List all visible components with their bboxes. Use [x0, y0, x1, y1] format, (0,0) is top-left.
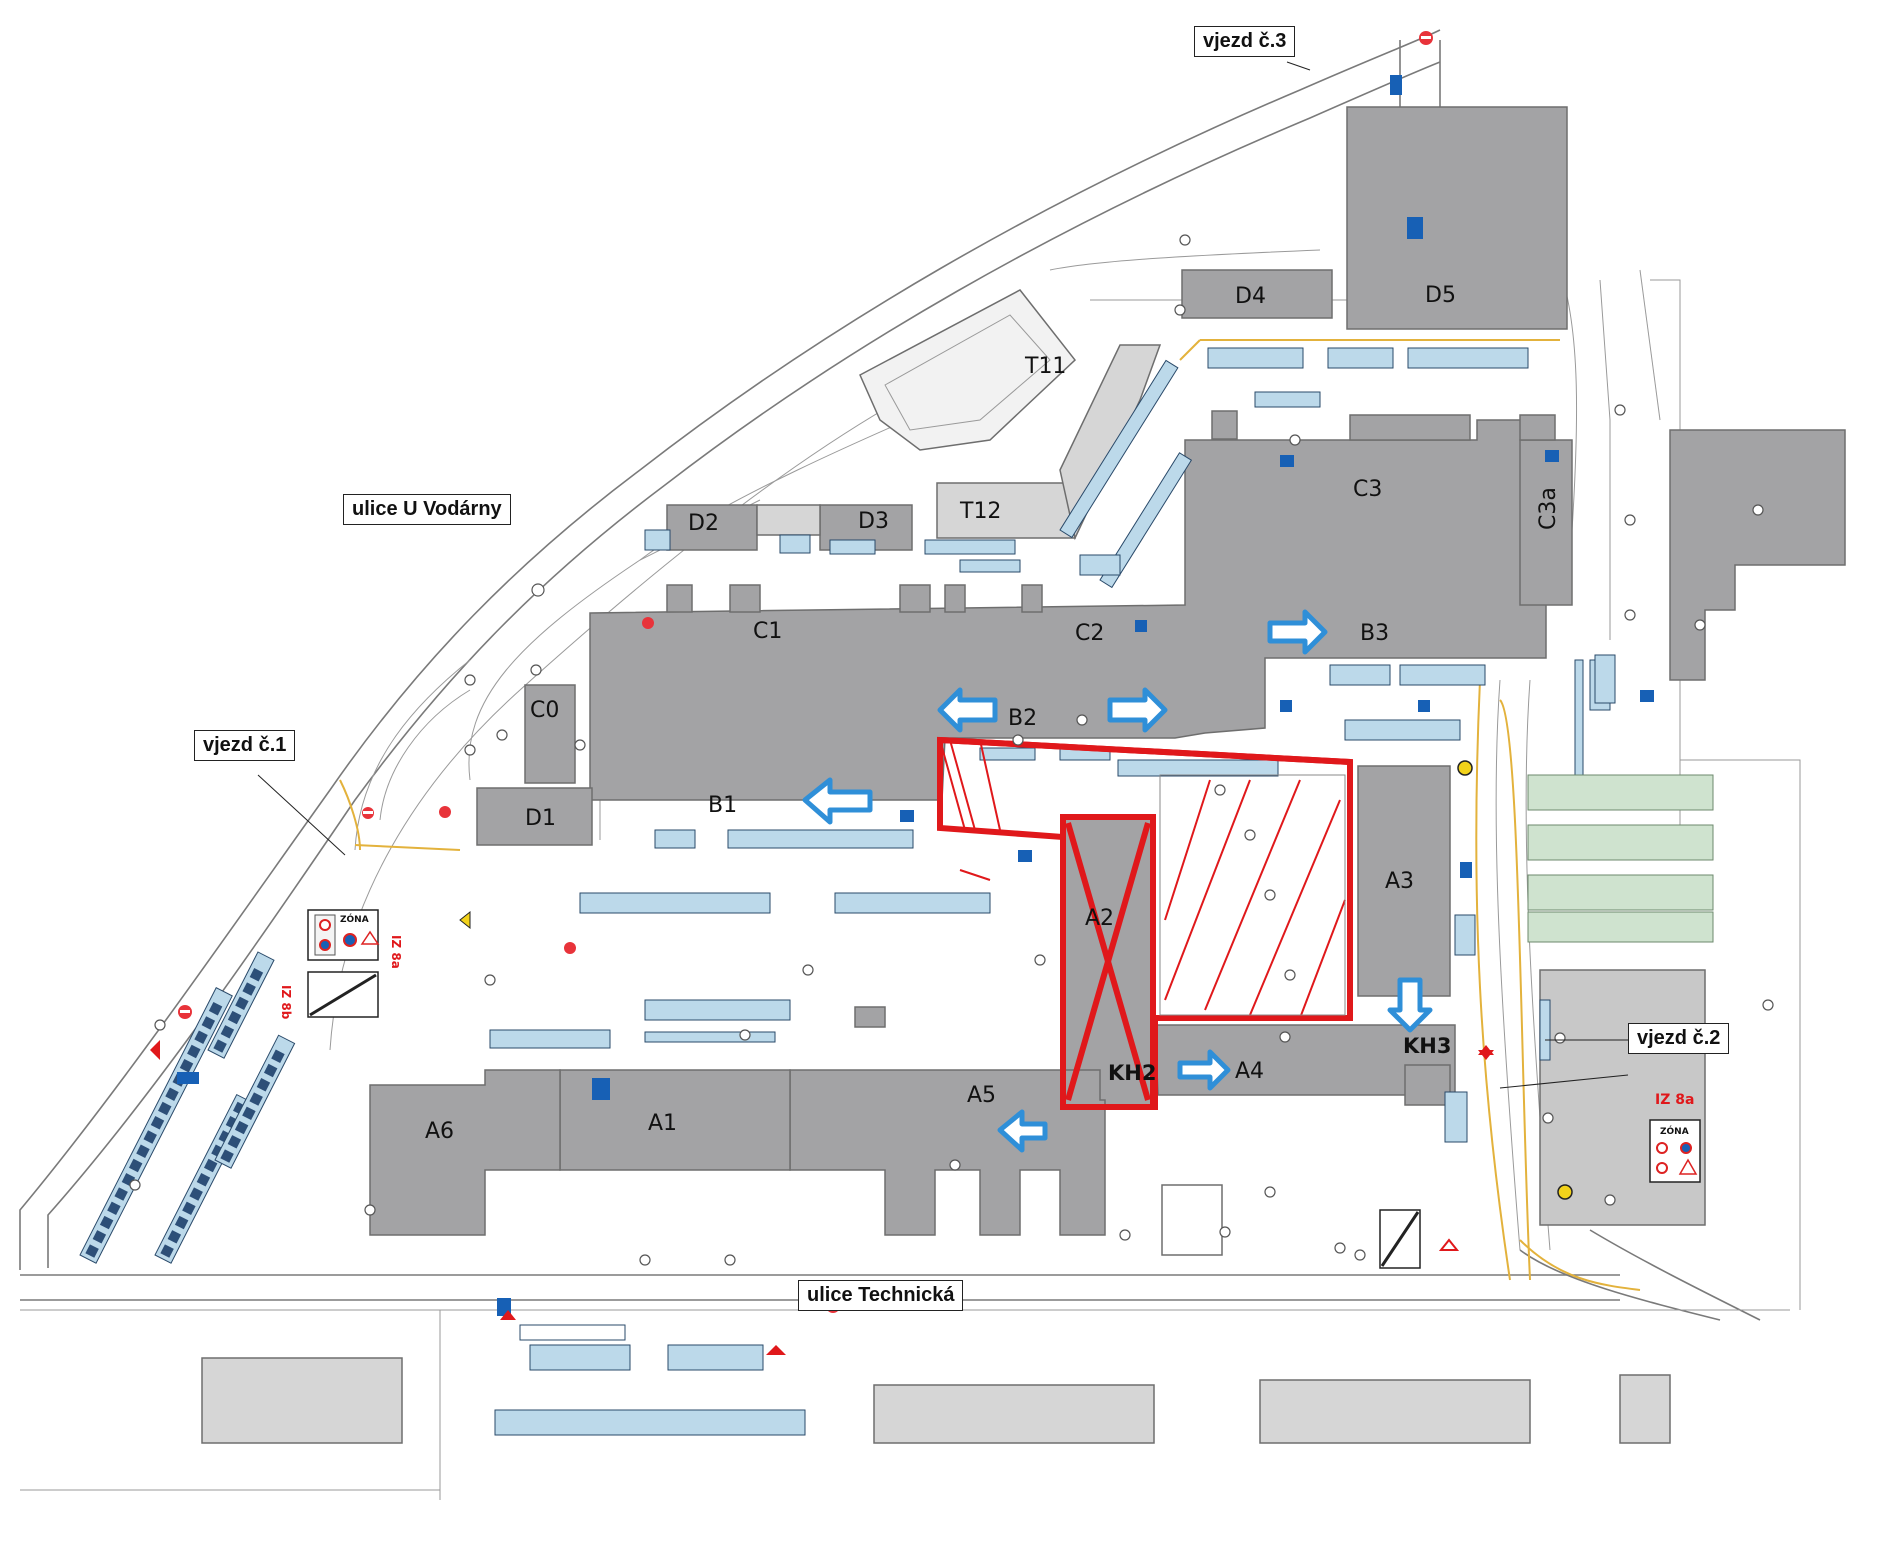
label-c2: C2 [1075, 621, 1104, 646]
arrow-left-a5 [997, 1109, 1048, 1153]
label-c3a: C3a [1536, 487, 1561, 530]
building-d1 [476, 787, 593, 846]
building-bottom-2 [873, 1384, 1155, 1444]
label-t11: T11 [1024, 354, 1066, 379]
zone-end-sign-bottom [1379, 1209, 1421, 1269]
building-t11 [859, 289, 1077, 451]
building-t12 [936, 482, 1076, 539]
parking-rows [79, 347, 1714, 1436]
arrow-right-b3 [1267, 609, 1328, 655]
building-labels: D5 D4 T11 T12 D2 D3 C3 C3a C1 C2 B3 B2 C… [425, 283, 1561, 1144]
label-kh3: KH3 [1403, 1034, 1451, 1058]
label-a4: A4 [1235, 1059, 1264, 1084]
building-c3a [1519, 439, 1573, 606]
label-a2: A2 [1085, 906, 1114, 931]
zone-sign-right: ZÓNA IZ 8a [1649, 1092, 1701, 1183]
label-d1: D1 [525, 806, 556, 831]
building-d5 [1346, 106, 1568, 330]
building-d4 [1181, 269, 1333, 319]
building-c0 [524, 684, 576, 784]
building-bottom-4 [1619, 1374, 1671, 1444]
street-technicka-label: ulice Technická [798, 1280, 964, 1311]
label-a3: A3 [1385, 869, 1414, 894]
label-d2: D2 [688, 511, 719, 536]
label-c1: C1 [753, 619, 782, 644]
leader-lines [257, 61, 1629, 1089]
building-a3 [1357, 765, 1451, 997]
label-t12: T12 [959, 499, 1001, 524]
building-right-top [1669, 429, 1846, 681]
label-a5: A5 [967, 1083, 996, 1108]
label-c3: C3 [1353, 477, 1382, 502]
barrier-icon [459, 760, 1573, 1200]
road-network [19, 29, 1801, 1500]
arrow-right-a4 [1177, 1049, 1231, 1091]
entrance-1-label: vjezd č.1 [194, 730, 296, 761]
parking-sign-icon [177, 75, 1654, 1316]
building-bottom-3 [1259, 1379, 1531, 1444]
arrow-left-b1 [802, 777, 873, 825]
iz8a-text: IZ 8a [389, 935, 403, 969]
entrance-3-label: vjezd č.3 [1194, 26, 1296, 57]
arrow-left-b2 [937, 687, 998, 733]
building-bottom-1 [201, 1357, 403, 1444]
zone-sign-left: ZÓNA IZ 8a [307, 909, 403, 969]
label-d5: D5 [1425, 283, 1456, 308]
building-d2 [666, 504, 758, 551]
entrance-2-label: vjezd č.2 [1628, 1023, 1730, 1054]
zone-text-right: ZÓNA [1660, 1125, 1689, 1137]
building-a5 [789, 1069, 1106, 1236]
signs: ZÓNA IZ 8a IZ 8b ZÓNA IZ 8a [129, 31, 1774, 1355]
warning-triangle-icon [150, 1040, 1494, 1355]
label-kh2: KH2 [1108, 1061, 1156, 1085]
label-d4: D4 [1235, 284, 1266, 309]
label-a6: A6 [425, 1119, 454, 1144]
closure-markings [937, 736, 1353, 1110]
label-c0: C0 [530, 698, 559, 723]
zone-text: ZÓNA [340, 913, 369, 925]
label-a1: A1 [648, 1111, 677, 1136]
building-a6 [369, 1069, 561, 1236]
building-c-block [589, 419, 1547, 801]
label-b1: B1 [708, 793, 737, 818]
arrow-down-kh3 [1387, 977, 1433, 1033]
iz8b-text: IZ 8b [279, 985, 293, 1020]
street-u-vodarny-label: ulice U Vodárny [343, 494, 511, 525]
zone-end-sign-left: IZ 8b [279, 971, 379, 1020]
label-d3: D3 [858, 509, 889, 534]
label-b3: B3 [1360, 621, 1389, 646]
iz8a-text-right: IZ 8a [1655, 1092, 1694, 1108]
direction-arrows [802, 609, 1433, 1153]
label-b2: B2 [1008, 706, 1037, 731]
arrow-right-b2 [1107, 687, 1168, 733]
